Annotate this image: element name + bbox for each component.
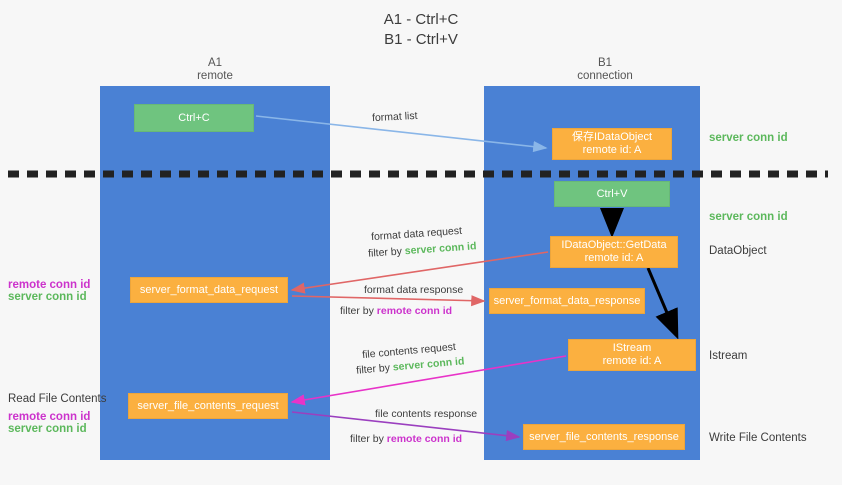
annotation-file-contents-response-filter: filter by remote conn id — [350, 433, 462, 445]
node-ctrl-v-label: Ctrl+V — [596, 187, 628, 200]
title-line-2: B1 - Ctrl+V — [384, 31, 458, 48]
node-server-format-data-response-label: server_format_data_response — [493, 294, 641, 307]
side-label-server-conn-id-top: server conn id — [709, 132, 788, 144]
column-header-a1: A1 remote — [130, 57, 300, 83]
node-server-format-data-request[interactable]: server_format_data_request — [130, 277, 288, 303]
node-server-format-data-request-label: server_format_data_request — [139, 283, 279, 296]
side-label-server-conn-id-mid: server conn id — [709, 211, 788, 223]
page-title: A1 - Ctrl+C B1 - Ctrl+V — [0, 10, 842, 50]
column-header-a1-name: A1 — [207, 57, 223, 69]
node-istream-line2: remote id: A — [602, 355, 662, 367]
filter-value-server-conn-id: server conn id — [404, 240, 477, 258]
filter-prefix: filter by — [340, 305, 377, 317]
column-header-a1-sub: remote — [197, 70, 233, 82]
filter-prefix: filter by — [367, 245, 406, 260]
annotation-format-data-response-filter: filter by remote conn id — [340, 305, 452, 317]
left-label-remote-conn-id-2: remote conn id — [8, 411, 91, 423]
node-idataobject-getdata[interactable]: IDataObject::GetData remote id: A — [550, 236, 678, 268]
annotation-format-data-request: format data request — [370, 224, 463, 244]
node-idataobject-line1: 保存IDataObject — [571, 131, 653, 143]
side-label-dataobject: DataObject — [709, 245, 767, 257]
filter-prefix: filter by — [350, 433, 387, 445]
node-server-file-contents-request[interactable]: server_file_contents_request — [128, 393, 288, 419]
node-server-file-contents-request-label: server_file_contents_request — [137, 399, 279, 412]
node-idataobject-line2: remote id: A — [582, 144, 642, 156]
column-header-b1-sub: connection — [577, 70, 633, 82]
node-server-file-contents-response[interactable]: server_file_contents_response — [523, 424, 685, 450]
filter-value-remote-conn-id: remote conn id — [376, 305, 453, 317]
filter-value-server-conn-id: server conn id — [392, 355, 465, 374]
annotation-format-list: format list — [371, 109, 418, 125]
node-ctrl-c[interactable]: Ctrl+C — [134, 104, 254, 132]
left-label-remote-conn-id-1: remote conn id — [8, 279, 91, 291]
node-getdata-line1: IDataObject::GetData — [561, 239, 667, 251]
annotation-format-data-request-filter: filter by server conn id — [368, 240, 477, 260]
node-istream-line1: IStream — [612, 342, 652, 354]
side-label-write-file-contents: Write File Contents — [709, 432, 807, 444]
annotation-format-data-response: format data response — [364, 284, 464, 296]
side-label-istream: Istream — [709, 350, 748, 362]
node-ctrl-c-label: Ctrl+C — [178, 111, 210, 124]
node-server-file-contents-response-label: server_file_contents_response — [529, 430, 679, 443]
title-line-1: A1 - Ctrl+C — [383, 11, 459, 28]
node-getdata-line2: remote id: A — [584, 252, 644, 264]
left-label-server-conn-id-2: server conn id — [8, 423, 87, 435]
left-label-read-file-contents: Read File Contents — [8, 393, 107, 405]
node-server-format-data-response[interactable]: server_format_data_response — [489, 288, 645, 314]
annotation-file-contents-response: file contents response — [375, 408, 478, 420]
node-idataobject[interactable]: 保存IDataObject remote id: A — [552, 128, 672, 160]
column-header-b1: B1 connection — [520, 57, 690, 83]
filter-value-remote-conn-id: remote conn id — [386, 433, 463, 445]
filter-prefix: filter by — [355, 361, 394, 377]
node-istream[interactable]: IStream remote id: A — [568, 339, 696, 371]
node-ctrl-v[interactable]: Ctrl+V — [554, 181, 670, 207]
column-header-b1-name: B1 — [597, 57, 613, 69]
left-label-server-conn-id-1: server conn id — [8, 291, 87, 303]
